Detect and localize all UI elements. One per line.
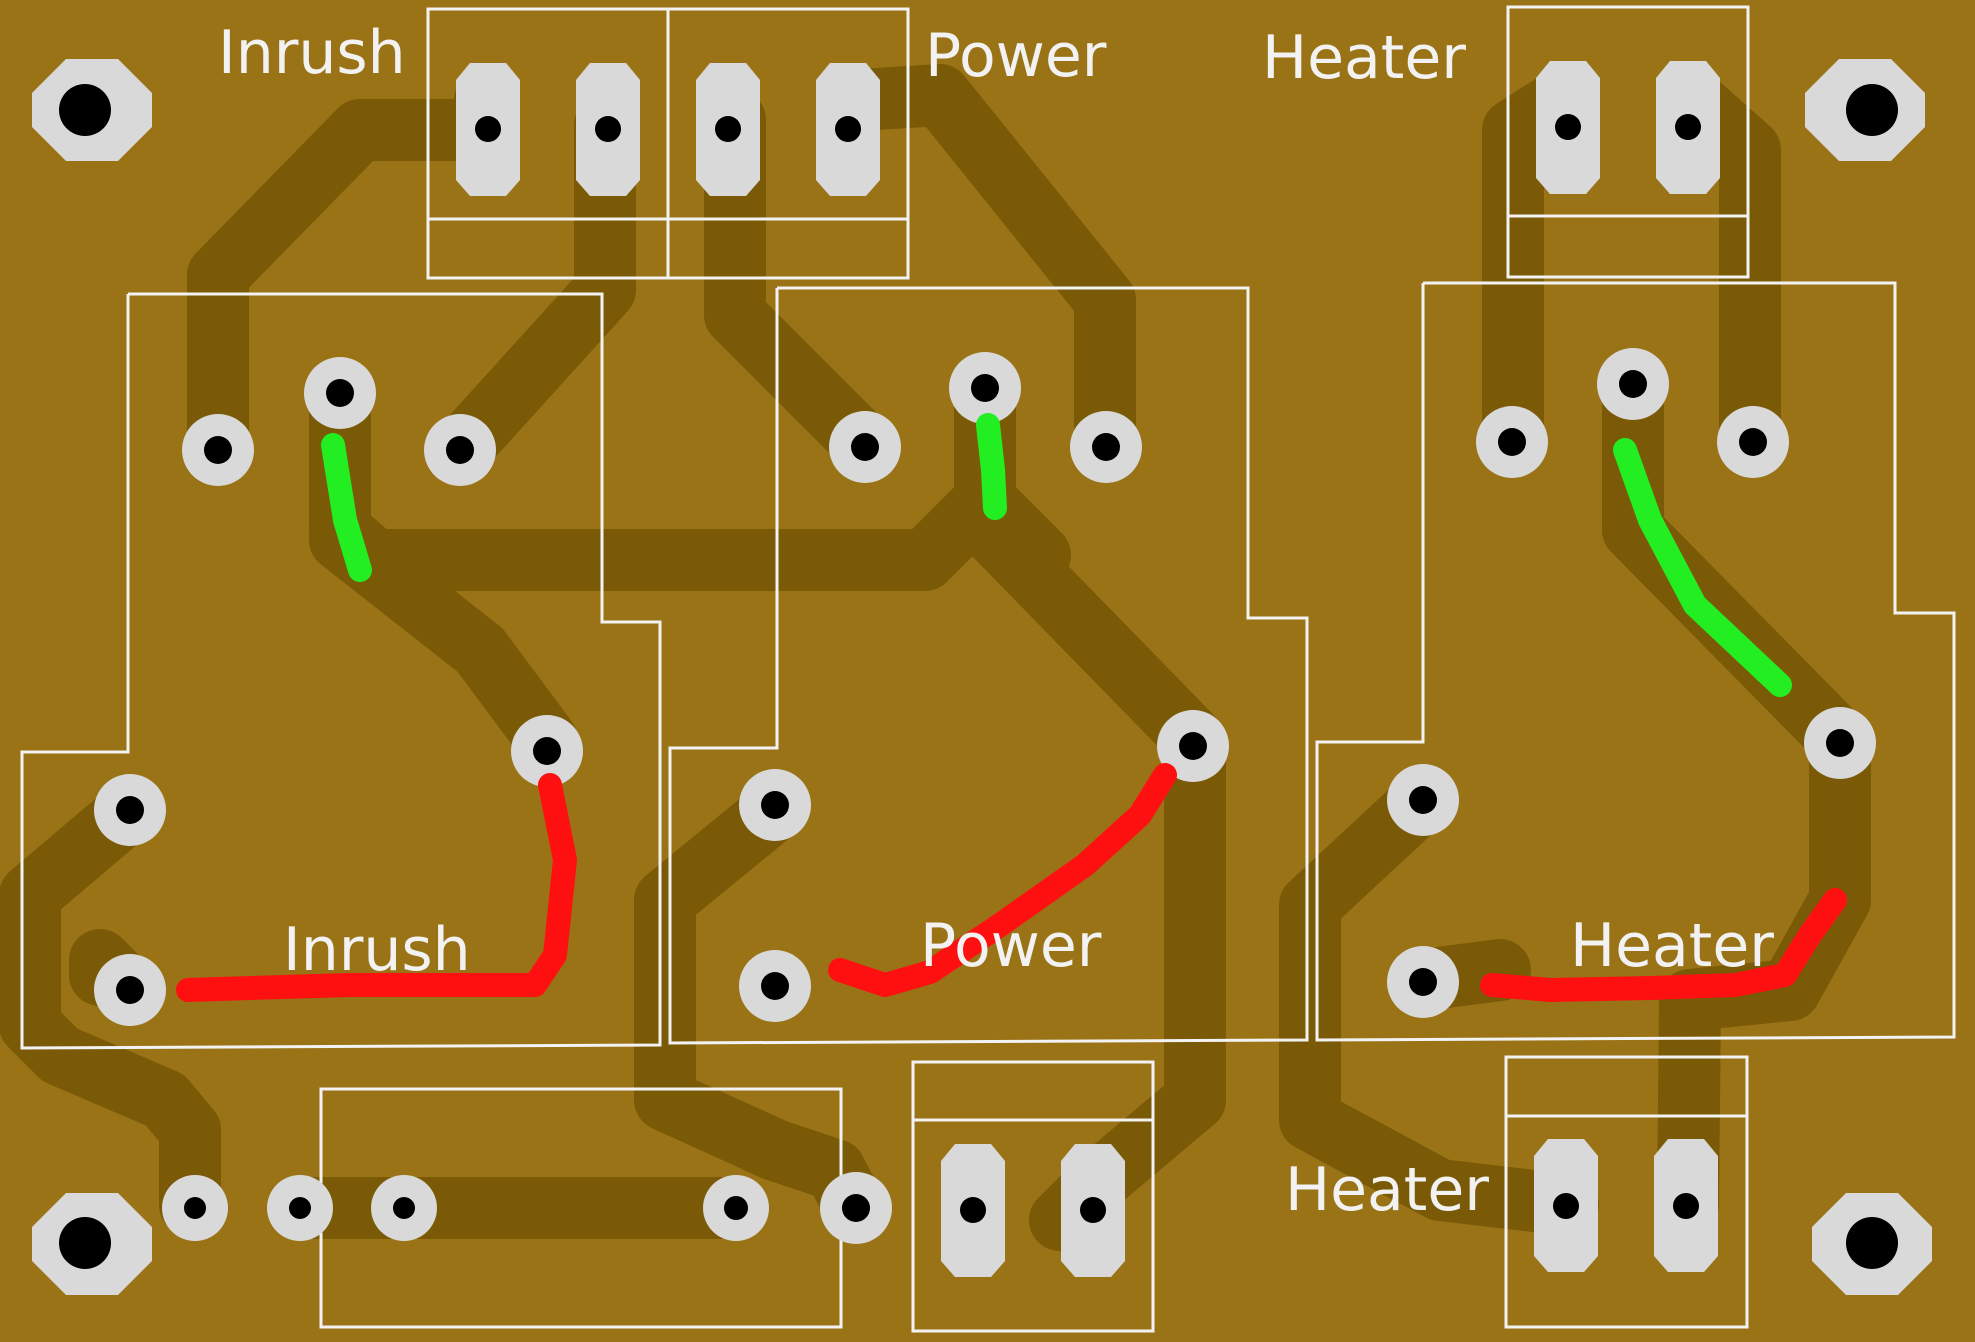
terminal-block-heater-top-outline	[1506, 5, 1750, 279]
pad	[1387, 764, 1459, 836]
label-top-inrush: Inrush	[218, 18, 406, 88]
pad	[1717, 406, 1789, 478]
terminal-pads	[456, 61, 1720, 1277]
pad	[162, 1175, 228, 1241]
pad	[703, 1175, 769, 1241]
terminal-pad	[1656, 61, 1720, 194]
round-pads	[94, 348, 1876, 1244]
silkscreen-labels: Inrush Power Heater Inrush Power Heater …	[218, 18, 1774, 1225]
terminal-pad	[1534, 1139, 1598, 1272]
pad	[820, 1172, 892, 1244]
green-wire-mark	[976, 413, 1007, 520]
terminal-pad	[696, 63, 760, 196]
red-wire-mark	[828, 763, 1177, 997]
pad	[424, 414, 496, 486]
silkscreen-outlines	[20, 5, 1956, 1333]
label-top-heater: Heater	[1262, 23, 1466, 93]
pad	[949, 352, 1021, 424]
pad	[1157, 710, 1229, 782]
label-top-power: Power	[925, 21, 1107, 91]
pad	[371, 1175, 437, 1241]
trace	[0, 779, 221, 1236]
hand-drawn-wires	[176, 413, 1847, 1002]
pad	[1070, 411, 1142, 483]
label-relay-power: Power	[920, 911, 1102, 981]
trace	[829, 64, 1136, 476]
trace	[1279, 769, 1599, 1236]
relay-inrush-outline	[20, 292, 662, 1050]
pad	[511, 715, 583, 787]
relay-power-outline	[668, 286, 1309, 1045]
pad	[1387, 946, 1459, 1018]
terminal-pad	[456, 63, 520, 196]
pad	[1804, 707, 1876, 779]
relay-heater-outline	[1315, 281, 1956, 1042]
pad	[739, 950, 811, 1022]
green-wire-mark	[321, 433, 372, 582]
pad	[739, 769, 811, 841]
pad	[1476, 406, 1548, 478]
terminal-pad	[1061, 1144, 1125, 1277]
terminal-pad	[576, 63, 640, 196]
mounting-holes	[32, 59, 1932, 1295]
pad	[829, 411, 901, 483]
mounting-hole-bottom-right	[1812, 1193, 1932, 1295]
mounting-hole-bottom-left	[32, 1193, 152, 1295]
terminal-pad	[1536, 61, 1600, 194]
trace	[309, 509, 578, 771]
pad	[304, 357, 376, 429]
pad	[94, 954, 166, 1026]
mounting-hole-top-right	[1805, 59, 1925, 161]
pad	[182, 414, 254, 486]
label-relay-heater: Heater	[1570, 911, 1774, 981]
pad	[1597, 348, 1669, 420]
terminal-pad	[1654, 1139, 1718, 1272]
terminal-block-power-outline	[666, 7, 910, 280]
green-wire-mark	[1613, 438, 1792, 697]
red-wire-mark	[176, 773, 577, 1002]
pad	[267, 1175, 333, 1241]
terminal-block-bottom-middle-outline	[911, 1060, 1155, 1333]
terminal-pad	[941, 1144, 1005, 1277]
terminal-block-heater-bottom-outline	[1504, 1055, 1749, 1329]
label-bottom-heater: Heater	[1285, 1155, 1489, 1225]
mounting-hole-top-left	[32, 59, 152, 161]
terminal-pad	[816, 63, 880, 196]
label-relay-inrush: Inrush	[283, 915, 471, 985]
red-wire-mark	[1480, 888, 1847, 1002]
pad	[94, 774, 166, 846]
